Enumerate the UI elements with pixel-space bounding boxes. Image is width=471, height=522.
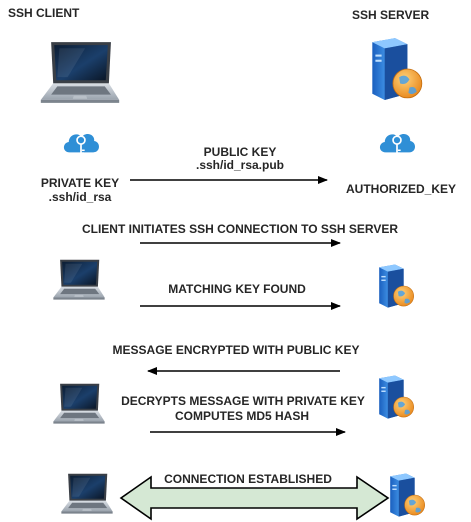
laptop-icon: [52, 382, 106, 426]
client-title: SSH CLIENT: [8, 6, 80, 20]
step-encrypted-label: MESSAGE ENCRYPTED WITH PUBLIC KEY: [112, 343, 360, 357]
server-globe-icon: [384, 472, 428, 518]
server-globe-icon: [373, 374, 417, 420]
step-md5-label: COMPUTES MD5 HASH: [174, 409, 310, 423]
established-double-arrow: [119, 475, 390, 521]
authorized-key-label: AUTHORIZED_KEY: [346, 182, 457, 196]
public-key-label: PUBLIC KEY: [203, 145, 277, 159]
step-established-label: CONNECTION ESTABLISHED: [164, 472, 332, 486]
step-decrypts-label: DECRYPTS MESSAGE WITH PRIVATE KEY: [121, 394, 365, 408]
server-globe-icon: [373, 263, 417, 309]
laptop-icon: [60, 472, 114, 516]
step-matching-label: MATCHING KEY FOUND: [168, 282, 306, 296]
server-title: SSH SERVER: [352, 8, 430, 22]
step-initiate-label: CLIENT INITIATES SSH CONNECTION TO SSH S…: [81, 222, 399, 236]
private-key-path: .ssh/id_rsa: [48, 190, 112, 204]
laptop-icon: [52, 258, 106, 302]
private-key-label: PRIVATE KEY: [40, 176, 120, 190]
public-key-path: .ssh/id_rsa.pub: [195, 158, 285, 172]
